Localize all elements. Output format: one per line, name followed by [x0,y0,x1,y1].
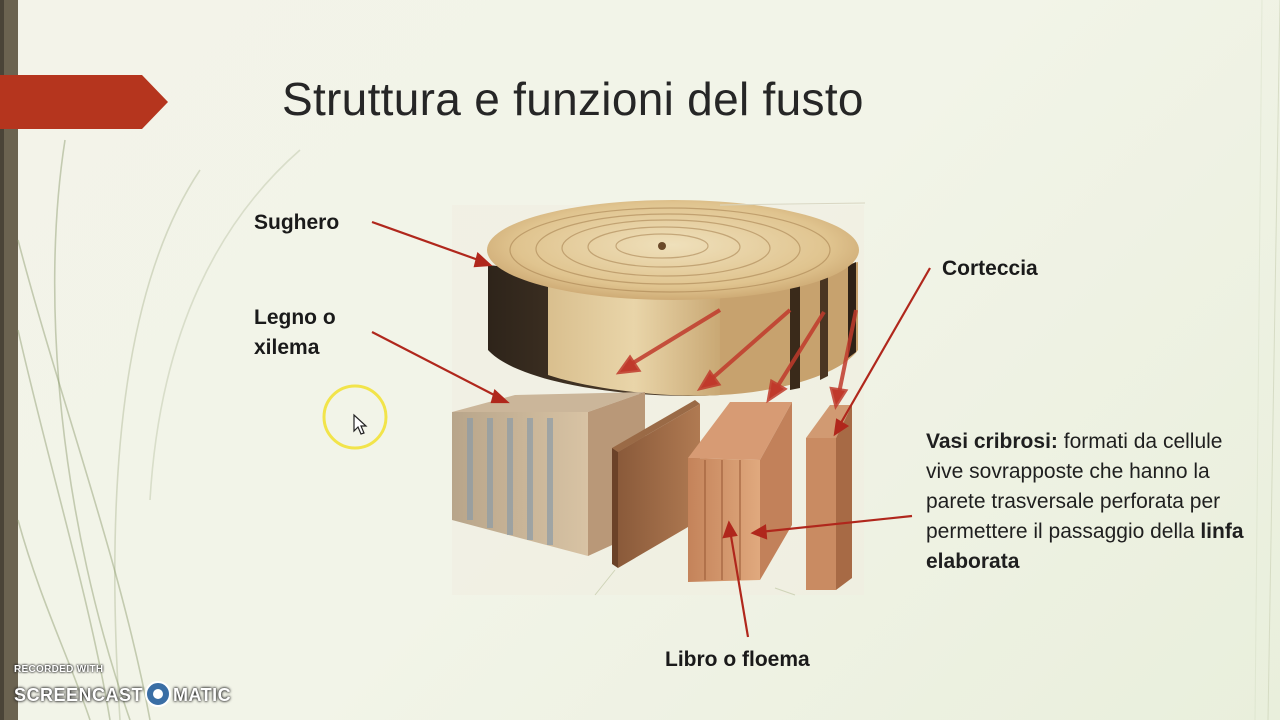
screencast-watermark: RECORDED WITH SCREENCAST MATIC [14,664,234,716]
bark-block [806,405,852,590]
watermark-brand: SCREENCAST MATIC [14,682,231,710]
label-libro: Libro o floema [665,645,810,675]
label-legno: Legno o xilema [254,303,384,363]
trunk-cylinder [487,200,865,396]
watermark-part1: SCREENCAST [14,685,143,705]
description-term: Vasi cribrosi: [926,430,1058,453]
description-vasi-cribrosi: Vasi cribrosi: formati da cellule vive s… [926,427,1246,577]
watermark-recorded-with: RECORDED WITH [14,664,103,675]
mouse-pointer-icon [354,415,366,434]
label-sughero: Sughero [254,208,339,238]
screencast-logo-icon [144,680,172,708]
label-corteccia: Corteccia [942,254,1038,284]
watermark-part2: MATIC [173,685,231,705]
cursor-highlight-circle [321,383,391,453]
